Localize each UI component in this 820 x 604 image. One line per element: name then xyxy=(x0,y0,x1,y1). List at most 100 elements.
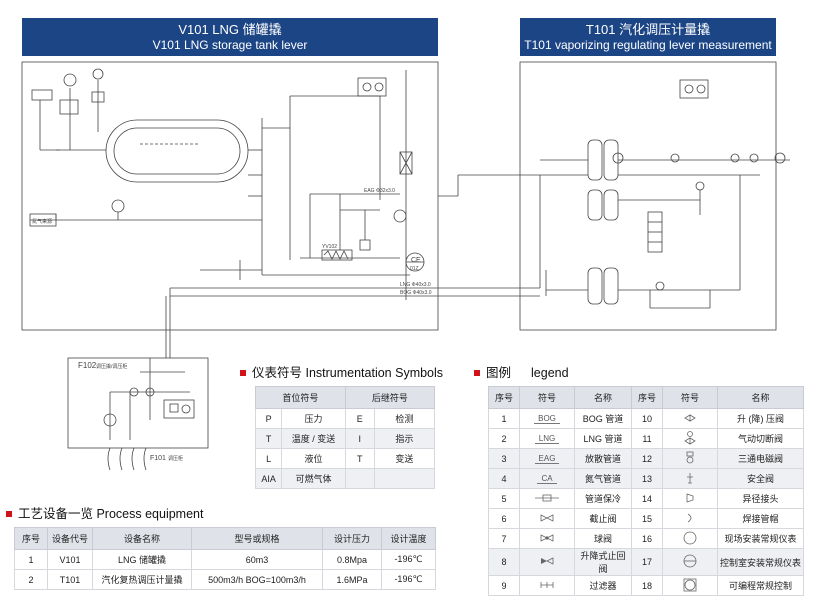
f102-label: F102 xyxy=(78,361,97,370)
table-cell: 3 xyxy=(488,448,520,469)
table-cell xyxy=(519,548,575,576)
check-valve-icon xyxy=(541,557,554,565)
table-header-cell: 设计压力 xyxy=(322,527,382,550)
table-header-cell: 序号 xyxy=(631,386,663,409)
table-cell: 10 xyxy=(631,408,663,429)
lng-line-label: LNG Φ40x3.0 xyxy=(400,282,431,288)
table-cell: 管道保冷 xyxy=(574,488,632,509)
control-room-instrument-icon xyxy=(683,554,697,568)
table-cell: LNG 管道 xyxy=(574,428,632,449)
table-cell: T xyxy=(344,448,375,469)
t101-title-en: T101 vaporizing regulating lever measure… xyxy=(524,38,772,52)
f102-sub: 调压撬/调压柜 xyxy=(96,363,127,370)
table-cell: 13 xyxy=(631,468,663,489)
table-cell: 6 xyxy=(488,508,520,529)
table-cell xyxy=(662,575,718,596)
table-cell: 11 xyxy=(631,428,663,449)
table-cell: 气动切断阀 xyxy=(717,428,804,449)
table-header-cell: 设计温度 xyxy=(381,527,436,550)
table-cell: 安全阀 xyxy=(717,468,804,489)
eag-line-label: EAG Φ32x3.0 xyxy=(364,188,395,194)
table-cell: 4 xyxy=(488,468,520,489)
table-cell: 液位 xyxy=(281,448,346,469)
table-cell: 放散管道 xyxy=(574,448,632,469)
table-cell: 三通电磁阀 xyxy=(717,448,804,469)
table-cell: 焊接管帽 xyxy=(717,508,804,529)
table-cell xyxy=(662,448,718,469)
instrument-col-first: 首位符号 xyxy=(255,386,346,409)
table-cell: P xyxy=(254,408,283,429)
filter-icon xyxy=(540,581,554,588)
table-cell: 截止阀 xyxy=(574,508,632,529)
table-cell xyxy=(519,488,575,509)
table-header-cell: 设备代号 xyxy=(47,527,93,550)
table-cell: 变送 xyxy=(373,448,436,469)
table-cell: 12 xyxy=(631,448,663,469)
ce-sub: 01Z xyxy=(410,266,419,272)
table-cell: 可燃气体 xyxy=(281,468,346,489)
table-header-cell: 符号 xyxy=(662,386,718,409)
table-cell xyxy=(662,488,718,509)
table-cell: 1 xyxy=(14,549,48,570)
table-cell: EAG xyxy=(519,448,575,469)
table-cell: BOG xyxy=(519,408,575,429)
table-cell xyxy=(662,428,718,449)
lng-tank-outer xyxy=(105,119,249,183)
equipment-title: 工艺设备一览 Process equipment xyxy=(6,503,203,522)
table-cell: 球阀 xyxy=(574,528,632,549)
safety-valve-icon xyxy=(687,472,693,483)
table-cell: 升降式止回阀 xyxy=(574,548,632,576)
table-cell: 15 xyxy=(631,508,663,529)
f101-label: F101 xyxy=(150,455,166,462)
table-cell: 8 xyxy=(488,548,520,576)
table-cell: -196℃ xyxy=(381,549,436,570)
table-cell: 现场安装常规仪表 xyxy=(717,528,804,549)
table-cell: 温度 / 变送 xyxy=(281,428,346,449)
table-cell: -196℃ xyxy=(381,569,436,590)
table-cell xyxy=(519,528,575,549)
table-header-cell: 名称 xyxy=(574,386,632,409)
table-cell: 升 (降) 压阀 xyxy=(717,408,804,429)
table-cell: 过滤器 xyxy=(574,575,632,596)
table-cell: 可编程常规控制 xyxy=(717,575,804,596)
bog-line-label: BOG Φ40x3.0 xyxy=(400,290,432,296)
table-cell: LNG 储罐撬 xyxy=(92,549,192,570)
solenoid-valve-icon xyxy=(686,451,694,463)
v101-frame xyxy=(21,61,439,331)
table-header-cell: 名称 xyxy=(717,386,804,409)
table-cell xyxy=(662,468,718,489)
table-cell: T101 xyxy=(47,569,93,590)
table-cell: 0.8Mpa xyxy=(322,549,382,570)
table-cell xyxy=(373,468,436,489)
table-header-cell: 序号 xyxy=(14,527,48,550)
t101-header-banner: T101 汽化调压计量撬 T101 vaporizing regulating … xyxy=(520,18,776,56)
table-cell xyxy=(344,468,375,489)
table-cell: 9 xyxy=(488,575,520,596)
table-cell: 1.6MPa xyxy=(322,569,382,590)
table-cell xyxy=(662,528,718,549)
table-cell: 检测 xyxy=(373,408,436,429)
globe-valve-icon xyxy=(540,513,554,522)
insulation-icon xyxy=(535,494,559,501)
pneumatic-valve-icon xyxy=(684,430,696,445)
table-cell: 18 xyxy=(631,575,663,596)
table-cell: 1 xyxy=(488,408,520,429)
v101-title-cn: V101 LNG 储罐撬 xyxy=(178,22,282,37)
table-header-cell: 符号 xyxy=(519,386,575,409)
reducer-icon xyxy=(686,492,694,503)
table-cell: 指示 xyxy=(373,428,436,449)
table-cell: AIA xyxy=(254,468,283,489)
